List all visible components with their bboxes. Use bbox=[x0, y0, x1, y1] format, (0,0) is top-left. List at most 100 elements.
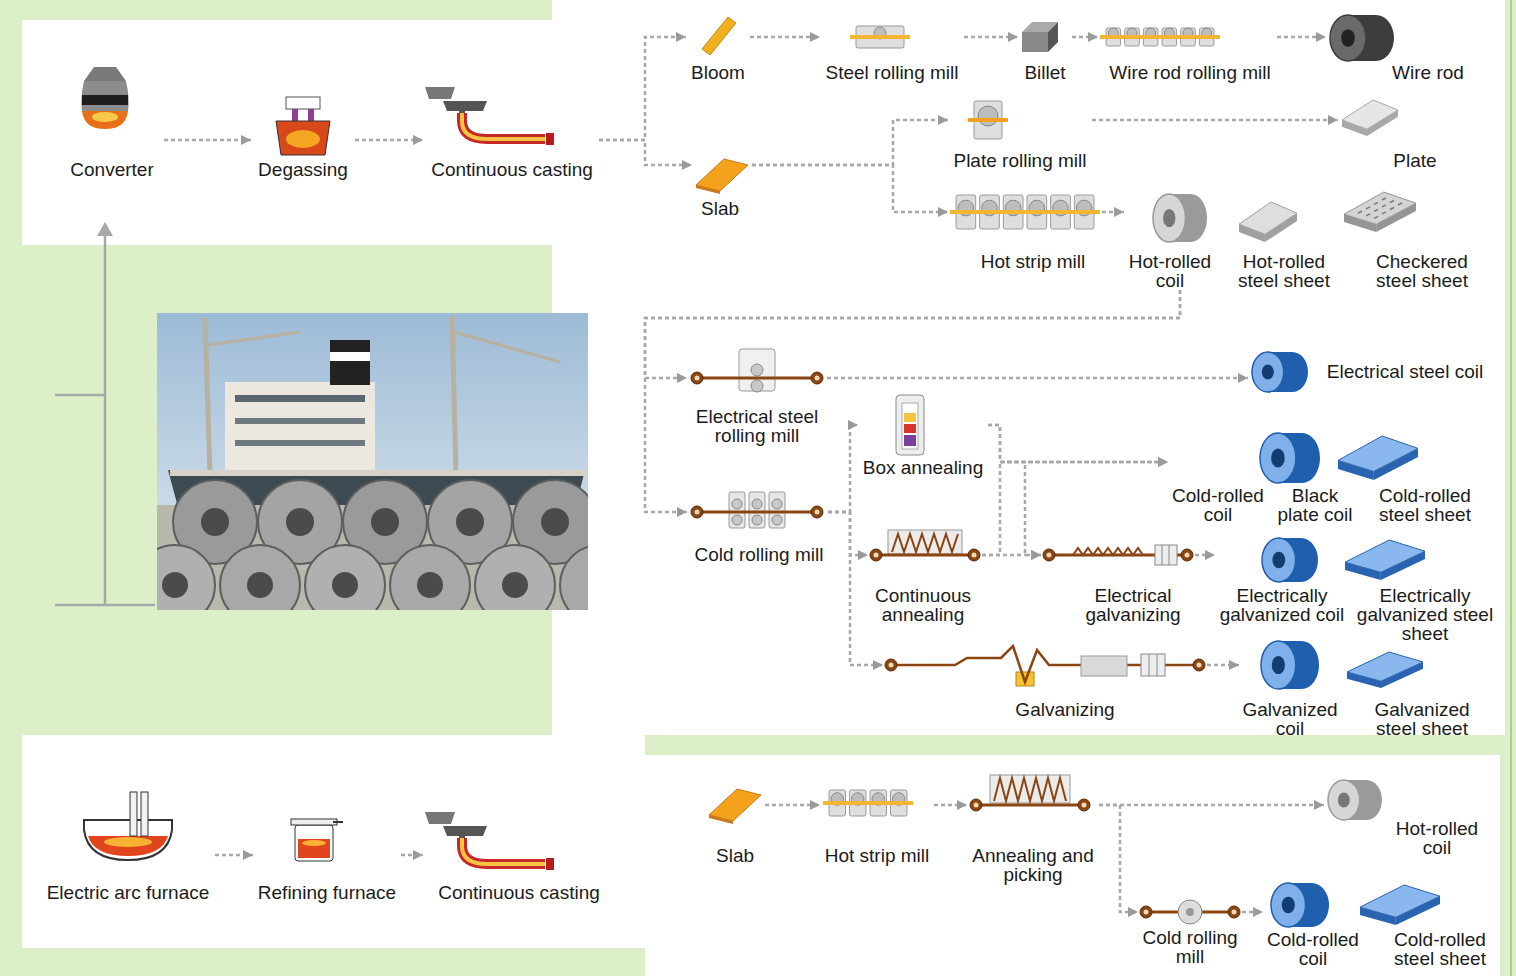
step-label: Steel rolling mill bbox=[822, 63, 962, 82]
coil-core bbox=[502, 572, 528, 598]
converter-neck bbox=[84, 67, 126, 81]
flow-arrow bbox=[1092, 119, 1338, 122]
strand-core bbox=[462, 838, 545, 864]
coil-core bbox=[695, 510, 700, 515]
ladle-body bbox=[276, 121, 330, 155]
coil-end bbox=[1228, 906, 1240, 918]
process-icon bbox=[1358, 883, 1442, 927]
process-icon bbox=[895, 395, 925, 455]
step-label: Converter bbox=[62, 160, 162, 179]
label-block: Hot-rolled coil bbox=[1393, 819, 1481, 857]
coil-core bbox=[541, 508, 569, 536]
label-block: Electrically galvanized coil bbox=[1217, 586, 1347, 624]
label-block: Plate bbox=[1390, 151, 1440, 170]
step-label: Plate rolling mill bbox=[950, 151, 1090, 170]
coil-end bbox=[811, 506, 823, 518]
step-label: Continuous casting bbox=[427, 160, 597, 179]
step-label: Hot-rolled steel sheet bbox=[1236, 252, 1332, 290]
step-label: Electrical steel rolling mill bbox=[692, 407, 822, 445]
flow-arrow bbox=[827, 377, 1248, 380]
sheet-top bbox=[1338, 436, 1418, 471]
process-icon bbox=[1260, 536, 1320, 584]
mill-stand bbox=[739, 349, 775, 391]
process-step: Hot-rolled steel sheet bbox=[1234, 200, 1334, 290]
flow-arrow bbox=[215, 854, 253, 857]
process-step: Galvanized steel sheet bbox=[1343, 650, 1473, 738]
label-block: Wire rod rolling mill bbox=[1105, 63, 1275, 82]
coil-core bbox=[874, 553, 879, 558]
step-label: Slab bbox=[695, 199, 745, 218]
converter-body bbox=[81, 81, 128, 111]
coil-core bbox=[695, 376, 700, 381]
mill-roll bbox=[752, 515, 762, 525]
checker-mark bbox=[1390, 207, 1394, 209]
melt-glow bbox=[92, 112, 118, 122]
step-label: Electric arc furnace bbox=[43, 883, 213, 902]
process-step: Electrically galvanized coil bbox=[1215, 536, 1349, 624]
process-step: Cold rolling mill bbox=[1138, 899, 1242, 966]
process-icon bbox=[707, 785, 763, 825]
sheet-top bbox=[1345, 540, 1425, 572]
step-label: Cold rolling mill bbox=[692, 545, 826, 564]
process-icon bbox=[1151, 192, 1209, 244]
label-block: Galvanized coil bbox=[1241, 700, 1339, 738]
coil-end bbox=[1078, 799, 1090, 811]
process-icon bbox=[1343, 538, 1427, 582]
vacuum-vessel bbox=[286, 97, 320, 109]
hot-strip bbox=[823, 801, 913, 805]
flow-arrow bbox=[1099, 805, 1138, 912]
electrode bbox=[141, 792, 148, 836]
coil-hole bbox=[1163, 209, 1175, 227]
steel-coil bbox=[560, 545, 588, 610]
mill-stand bbox=[749, 492, 765, 528]
coil-end bbox=[968, 549, 980, 561]
flow-arrow bbox=[1195, 554, 1215, 557]
step-label: Black plate coil bbox=[1273, 486, 1357, 524]
process-step: Electrically galvanized steel sheet bbox=[1341, 538, 1497, 643]
coil-core bbox=[456, 508, 484, 536]
coil-stack bbox=[904, 424, 916, 433]
process-icon bbox=[272, 97, 334, 157]
label-block: Cold-rolled steel sheet bbox=[1377, 486, 1473, 524]
plating-cells bbox=[1073, 548, 1143, 555]
step-label: Hot strip mill bbox=[978, 252, 1088, 271]
process-icon bbox=[78, 792, 178, 862]
caster-ladle bbox=[425, 87, 455, 99]
step-label: Hot-rolled coil bbox=[1126, 252, 1214, 290]
label-block: Steel rolling mill bbox=[822, 63, 962, 82]
label-block: Hot-rolled steel sheet bbox=[1236, 252, 1332, 290]
grid-line bbox=[1149, 654, 1150, 676]
process-step: Cold-rolled steel sheet bbox=[1356, 883, 1490, 968]
process-step: Refining furnace bbox=[253, 813, 401, 902]
ship-windows bbox=[235, 418, 365, 424]
label-block: Electrical steel rolling mill bbox=[692, 407, 822, 445]
flow-arrow bbox=[1242, 911, 1263, 914]
melt-glow bbox=[286, 130, 320, 148]
process-icon bbox=[850, 25, 910, 49]
flow-arrow bbox=[752, 120, 948, 165]
flow-arrow bbox=[1207, 664, 1239, 667]
tundish bbox=[443, 826, 487, 836]
coil-hole bbox=[1338, 792, 1350, 807]
process-step: Slab bbox=[705, 785, 765, 865]
billet-side bbox=[1048, 22, 1058, 52]
steel-coil bbox=[220, 545, 300, 610]
sheet-top bbox=[1239, 202, 1297, 234]
strip-line bbox=[876, 554, 974, 557]
ship-mast bbox=[452, 316, 456, 475]
electrode bbox=[130, 792, 137, 836]
label-block: Hot-rolled coil bbox=[1126, 252, 1214, 290]
process-icon bbox=[870, 530, 980, 566]
flow-arrow bbox=[645, 290, 1180, 512]
step-label: Wire rod bbox=[1389, 63, 1467, 82]
coil-end bbox=[885, 659, 897, 671]
process-step: Continuous casting bbox=[423, 87, 599, 179]
coil-hole bbox=[1272, 656, 1285, 674]
furnace-box bbox=[990, 775, 1070, 803]
label-block: Cold-rolled coil bbox=[1265, 930, 1361, 968]
flow-arrow bbox=[599, 37, 686, 140]
step-label: Refining furnace bbox=[255, 883, 399, 902]
sheet-top bbox=[1342, 100, 1398, 129]
coil-face bbox=[1271, 883, 1306, 927]
cut-piece bbox=[546, 858, 554, 870]
